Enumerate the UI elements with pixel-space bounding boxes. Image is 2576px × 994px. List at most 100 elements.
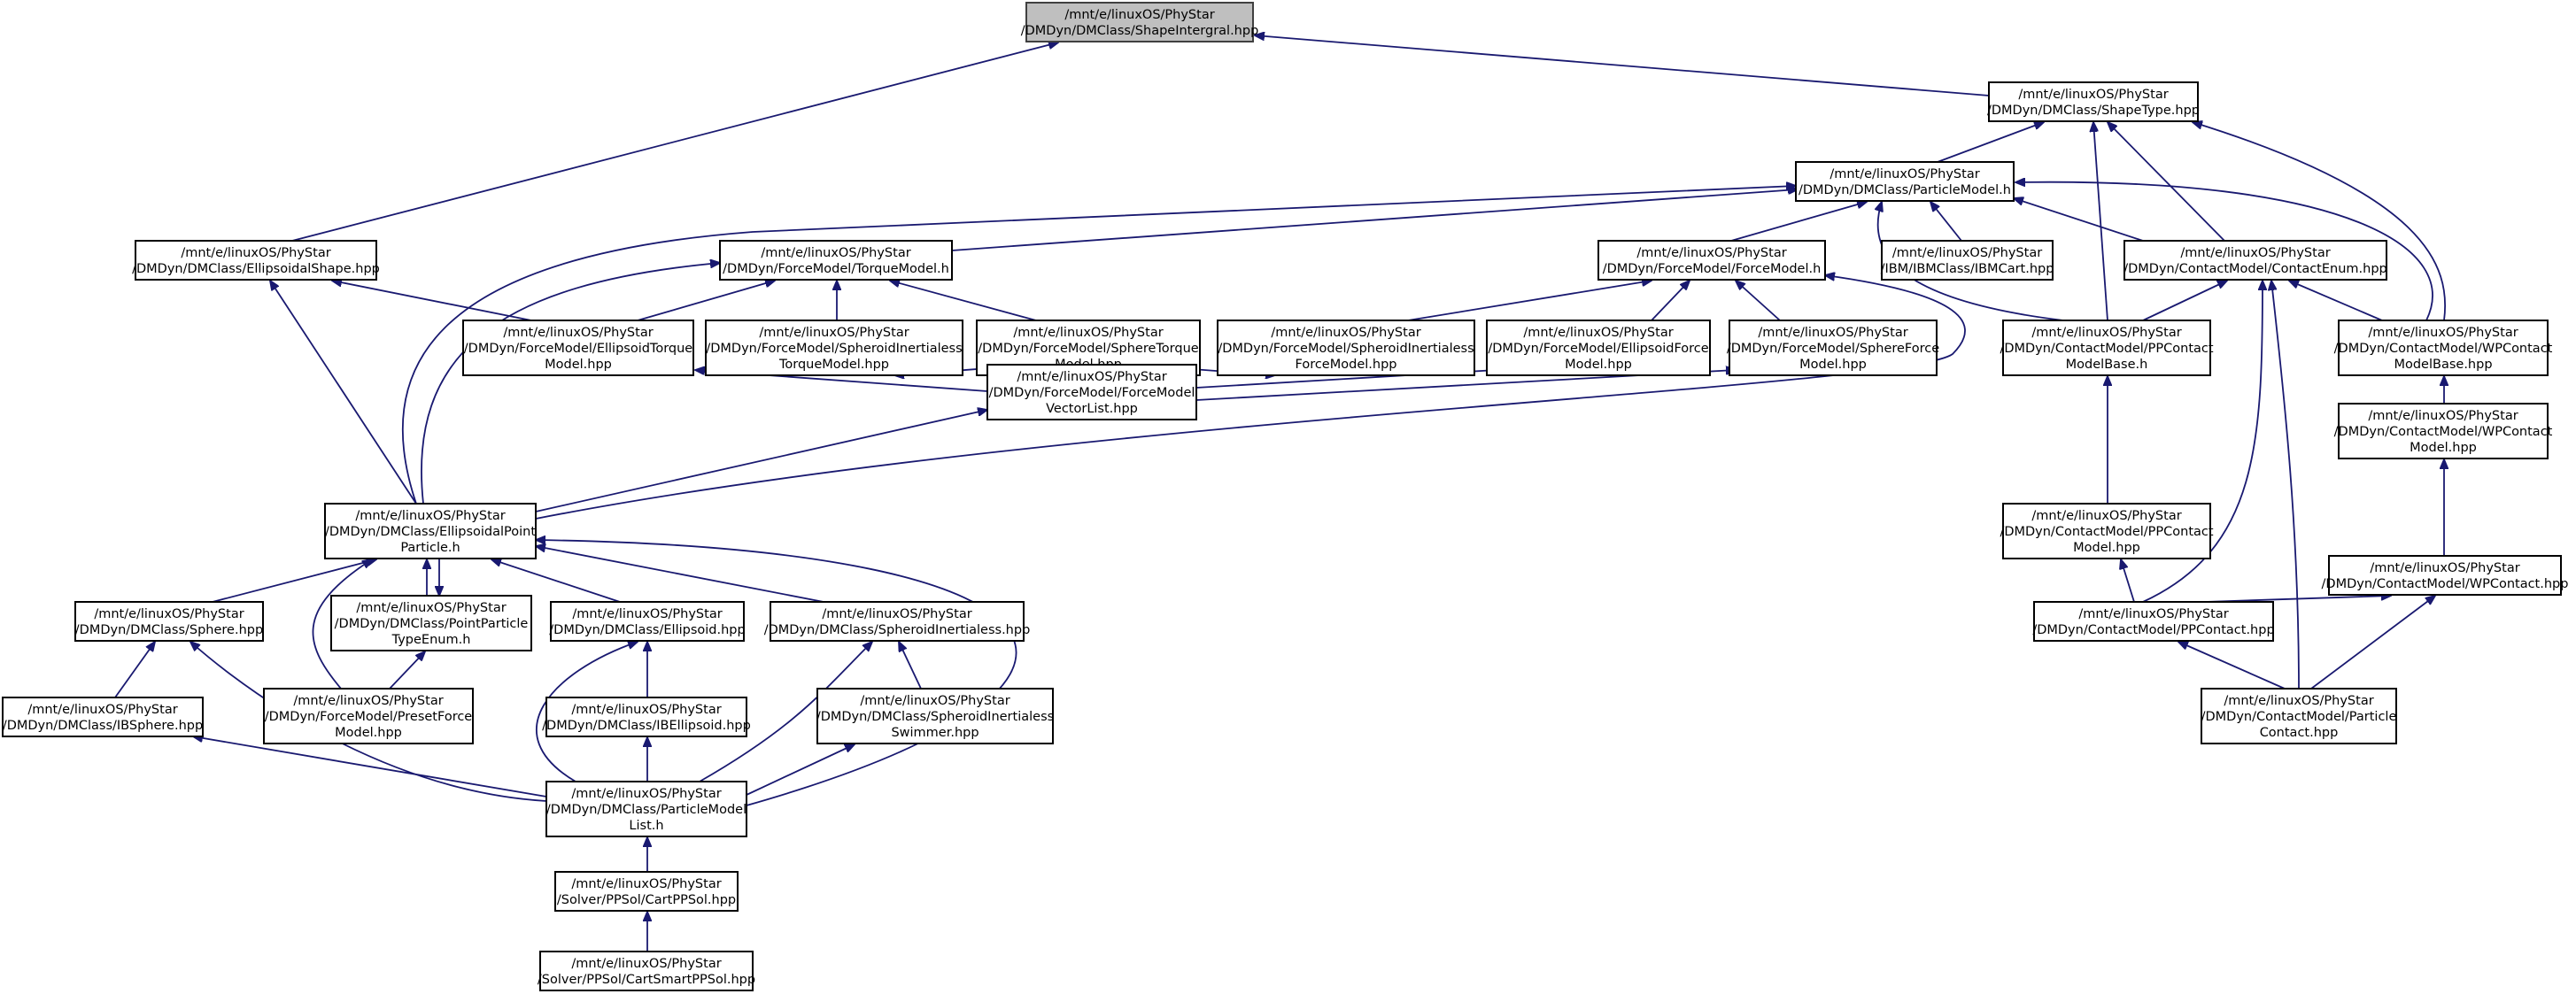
node-label-line: Particle.h [400,541,460,555]
node-forcemodel[interactable]: /mnt/e/linuxOS/PhyStar/DMDyn/ForceModel/… [1597,240,1826,281]
edge-ppcontactmodelbase-to-shapetype [2093,122,2108,321]
node-label-line: /DMDyn/ContactModel/WPContact [2334,425,2553,439]
node-contactenum[interactable]: /mnt/e/linuxOS/PhyStar/DMDyn/ContactMode… [2123,240,2387,281]
node-ellipsoidalpointparticle[interactable]: /mnt/e/linuxOS/PhyStar/DMDyn/DMClass/Ell… [324,503,537,559]
node-pointparticletypeenum[interactable]: /mnt/e/linuxOS/PhyStar/DMDyn/DMClass/Poi… [330,595,532,651]
edge-spheretorque-to-torquemodel [890,281,1037,321]
node-label-line: /DMDyn/ForceModel/ForceModel.h [1603,262,1822,276]
node-box-wpcontactmodelbase [2338,320,2549,376]
node-label-line: TypeEnum.h [391,633,471,647]
node-ellipsoidforce[interactable]: /mnt/e/linuxOS/PhyStar/DMDyn/ForceModel/… [1486,320,1711,376]
node-label-line: Model.hpp [1799,358,1867,372]
node-box-sphere [74,601,264,642]
edge-particlemodellist-to-spheroidinertialessswimmer [746,744,855,796]
edge-spheroidinertialessforce-to-forcemodel [1407,281,1652,321]
node-box-particlemodel [1795,161,2015,202]
node-label-line: /mnt/e/linuxOS/PhyStar [759,326,909,340]
node-ppcontactmodelbase[interactable]: /mnt/e/linuxOS/PhyStar/DMDyn/ContactMode… [2000,320,2214,376]
node-box-ppcontactmodel [2002,503,2211,559]
node-box-spheroidinertialess [770,601,1025,642]
node-label-line: /DMDyn/DMClass/EllipsoidalPoint [325,525,536,539]
node-particlecontact[interactable]: /mnt/e/linuxOS/PhyStar/DMDyn/ContactMode… [2201,688,2397,744]
edge-sphereforce-to-forcemodel [1736,281,1781,321]
node-label-line: /mnt/e/linuxOS/PhyStar [2368,326,2518,340]
node-spheroidinertialess[interactable]: /mnt/e/linuxOS/PhyStar/DMDyn/DMClass/Sph… [764,601,1031,642]
edge-contactenum-to-particlemodel [2014,198,2144,242]
node-particlemodel[interactable]: /mnt/e/linuxOS/PhyStar/DMDyn/DMClass/Par… [1795,161,2015,202]
node-label-line: /mnt/e/linuxOS/PhyStar [27,703,177,717]
node-spheroidinertialessforce[interactable]: /mnt/e/linuxOS/PhyStar/DMDyn/ForceModel/… [1217,320,1475,376]
node-wpcontactmodelbase[interactable]: /mnt/e/linuxOS/PhyStar/DMDyn/ContactMode… [2334,320,2553,376]
node-label-line: /mnt/e/linuxOS/PhyStar [571,877,721,891]
node-spheroidinertialesstorque[interactable]: /mnt/e/linuxOS/PhyStar/DMDyn/ForceModel/… [705,320,963,376]
node-box-contactenum [2123,240,2387,281]
node-label-line: /DMDyn/ForceModel/SpheroidInertialess [1218,342,1474,356]
node-ellipsoidalshape[interactable]: /mnt/e/linuxOS/PhyStar/DMDyn/DMClass/Ell… [132,240,380,281]
node-shapeintergral[interactable]: /mnt/e/linuxOS/PhyStar/DMDyn/DMClass/Sha… [1021,2,1259,42]
node-spheroidinertialessswimmer[interactable]: /mnt/e/linuxOS/PhyStar/DMDyn/DMClass/Sph… [816,688,1054,744]
node-label-line: /DMDyn/ForceModel/TorqueModel.h [723,262,949,276]
node-label-line: /mnt/e/linuxOS/PhyStar [571,787,721,801]
edge-ellipsoidforce-to-forcemodel [1651,281,1690,321]
node-label-line: /Solver/PPSol/CartSmartPPSol.hpp [538,973,755,987]
edge-contactenum-to-shapetype [2108,122,2225,242]
node-ibsphere[interactable]: /mnt/e/linuxOS/PhyStar/DMDyn/DMClass/IBS… [2,697,204,737]
node-label-line: /mnt/e/linuxOS/PhyStar [761,246,910,260]
node-label-line: /mnt/e/linuxOS/PhyStar [1271,326,1420,340]
node-label-line: /mnt/e/linuxOS/PhyStar [822,607,971,621]
node-box-ellipsoid [550,601,745,642]
node-sphereforce[interactable]: /mnt/e/linuxOS/PhyStar/DMDyn/ForceModel/… [1727,320,1939,376]
node-box-ppcontact [2033,601,2274,642]
node-label-line: /DMDyn/DMClass/ParticleModel [546,803,746,817]
node-ellipsoidtorque[interactable]: /mnt/e/linuxOS/PhyStar/DMDyn/ForceModel/… [462,320,694,376]
edge-ibsphere-to-sphere [114,642,155,698]
node-ppcontact[interactable]: /mnt/e/linuxOS/PhyStar/DMDyn/ContactMode… [2032,601,2275,642]
node-label-line: Model.hpp [545,358,612,372]
node-cartsmartppsol[interactable]: /mnt/e/linuxOS/PhyStar/Solver/PPSol/Cart… [538,951,755,991]
edge-ellipsoid-to-ellipsoidalpointparticle [491,559,621,603]
node-wpcontact[interactable]: /mnt/e/linuxOS/PhyStar/DMDyn/ContactMode… [2322,555,2569,596]
edge-forcemodel-to-particlemodel [1730,202,1867,242]
node-label-line: /DMDyn/ContactModel/WPContact [2334,342,2553,356]
node-sphere[interactable]: /mnt/e/linuxOS/PhyStar/DMDyn/DMClass/Sph… [74,601,264,642]
node-label-line: /mnt/e/linuxOS/PhyStar [2018,88,2168,102]
node-forcemodelvectorlist[interactable]: /mnt/e/linuxOS/PhyStar/DMDyn/ForceModel/… [986,364,1197,420]
edge-ppcontact-to-contactenum [2142,281,2263,603]
node-ellipsoid[interactable]: /mnt/e/linuxOS/PhyStar/DMDyn/DMClass/Ell… [549,601,746,642]
edge-particlemodel-to-shapetype [1937,122,2044,163]
edge-particlemodellist-to-ibsphere [193,736,547,798]
node-box-forcemodelvectorlist [986,364,1197,420]
node-label-line: /mnt/e/linuxOS/PhyStar [355,509,505,523]
edge-particlecontact-to-contactenum [2271,281,2300,690]
node-ibmcart[interactable]: /mnt/e/linuxOS/PhyStar/IBM/IBMClass/IBMC… [1881,240,2054,281]
node-wpcontactmodel[interactable]: /mnt/e/linuxOS/PhyStar/DMDyn/ContactMode… [2334,403,2553,459]
node-label-line: Swimmer.hpp [891,726,979,740]
node-shapetype[interactable]: /mnt/e/linuxOS/PhyStar/DMDyn/DMClass/Sha… [1987,81,2200,122]
node-box-cartsmartppsol [539,951,754,991]
node-label-line: /DMDyn/ForceModel/EllipsoidForce [1488,342,1708,356]
node-label-line: ModelBase.h [2066,358,2148,372]
node-label-line: /DMDyn/ForceModel/SphereTorque [978,342,1198,356]
node-box-cartppsol [554,871,739,912]
node-presetforce[interactable]: /mnt/e/linuxOS/PhyStar/DMDyn/ForceModel/… [263,688,474,744]
node-label-line: /DMDyn/DMClass/Ellipsoid.hpp [549,623,745,637]
node-label-line: /DMDyn/ContactModel/PPContact [2000,525,2213,539]
edge-ellipsoidalpointparticle-to-particlemodel [401,186,1796,505]
node-label-line: /DMDyn/ForceModel/ForceModel [989,386,1195,400]
edge-ellipsoidalpointparticle-to-torquemodel [421,263,720,505]
node-particlemodellist[interactable]: /mnt/e/linuxOS/PhyStar/DMDyn/DMClass/Par… [545,781,747,837]
node-label-line: /DMDyn/DMClass/ShapeType.hpp [1987,104,2200,118]
node-box-particlecontact [2201,688,2397,744]
node-label-line: Model.hpp [2073,541,2140,555]
edge-ellipsoidalpointparticle-to-ellipsoidalshape [270,281,417,505]
node-label-line: /DMDyn/ForceModel/SpheroidInertialess [706,342,962,356]
node-label-line: /DMDyn/ContactModel/ContactEnum.hpp [2123,262,2387,276]
node-label-line: Model.hpp [2410,441,2477,455]
node-ibellipsoid[interactable]: /mnt/e/linuxOS/PhyStar/DMDyn/DMClass/IBE… [542,697,751,737]
edge-ppcontactmodelbase-to-contactenum [2142,281,2227,321]
node-cartppsol[interactable]: /mnt/e/linuxOS/PhyStar/Solver/PPSol/Cart… [554,871,739,912]
node-ppcontactmodel[interactable]: /mnt/e/linuxOS/PhyStar/DMDyn/ContactMode… [2000,503,2214,559]
node-torquemodel[interactable]: /mnt/e/linuxOS/PhyStar/DMDyn/ForceModel/… [719,240,953,281]
node-label-line: /DMDyn/ContactModel/PPContact [2000,342,2213,356]
